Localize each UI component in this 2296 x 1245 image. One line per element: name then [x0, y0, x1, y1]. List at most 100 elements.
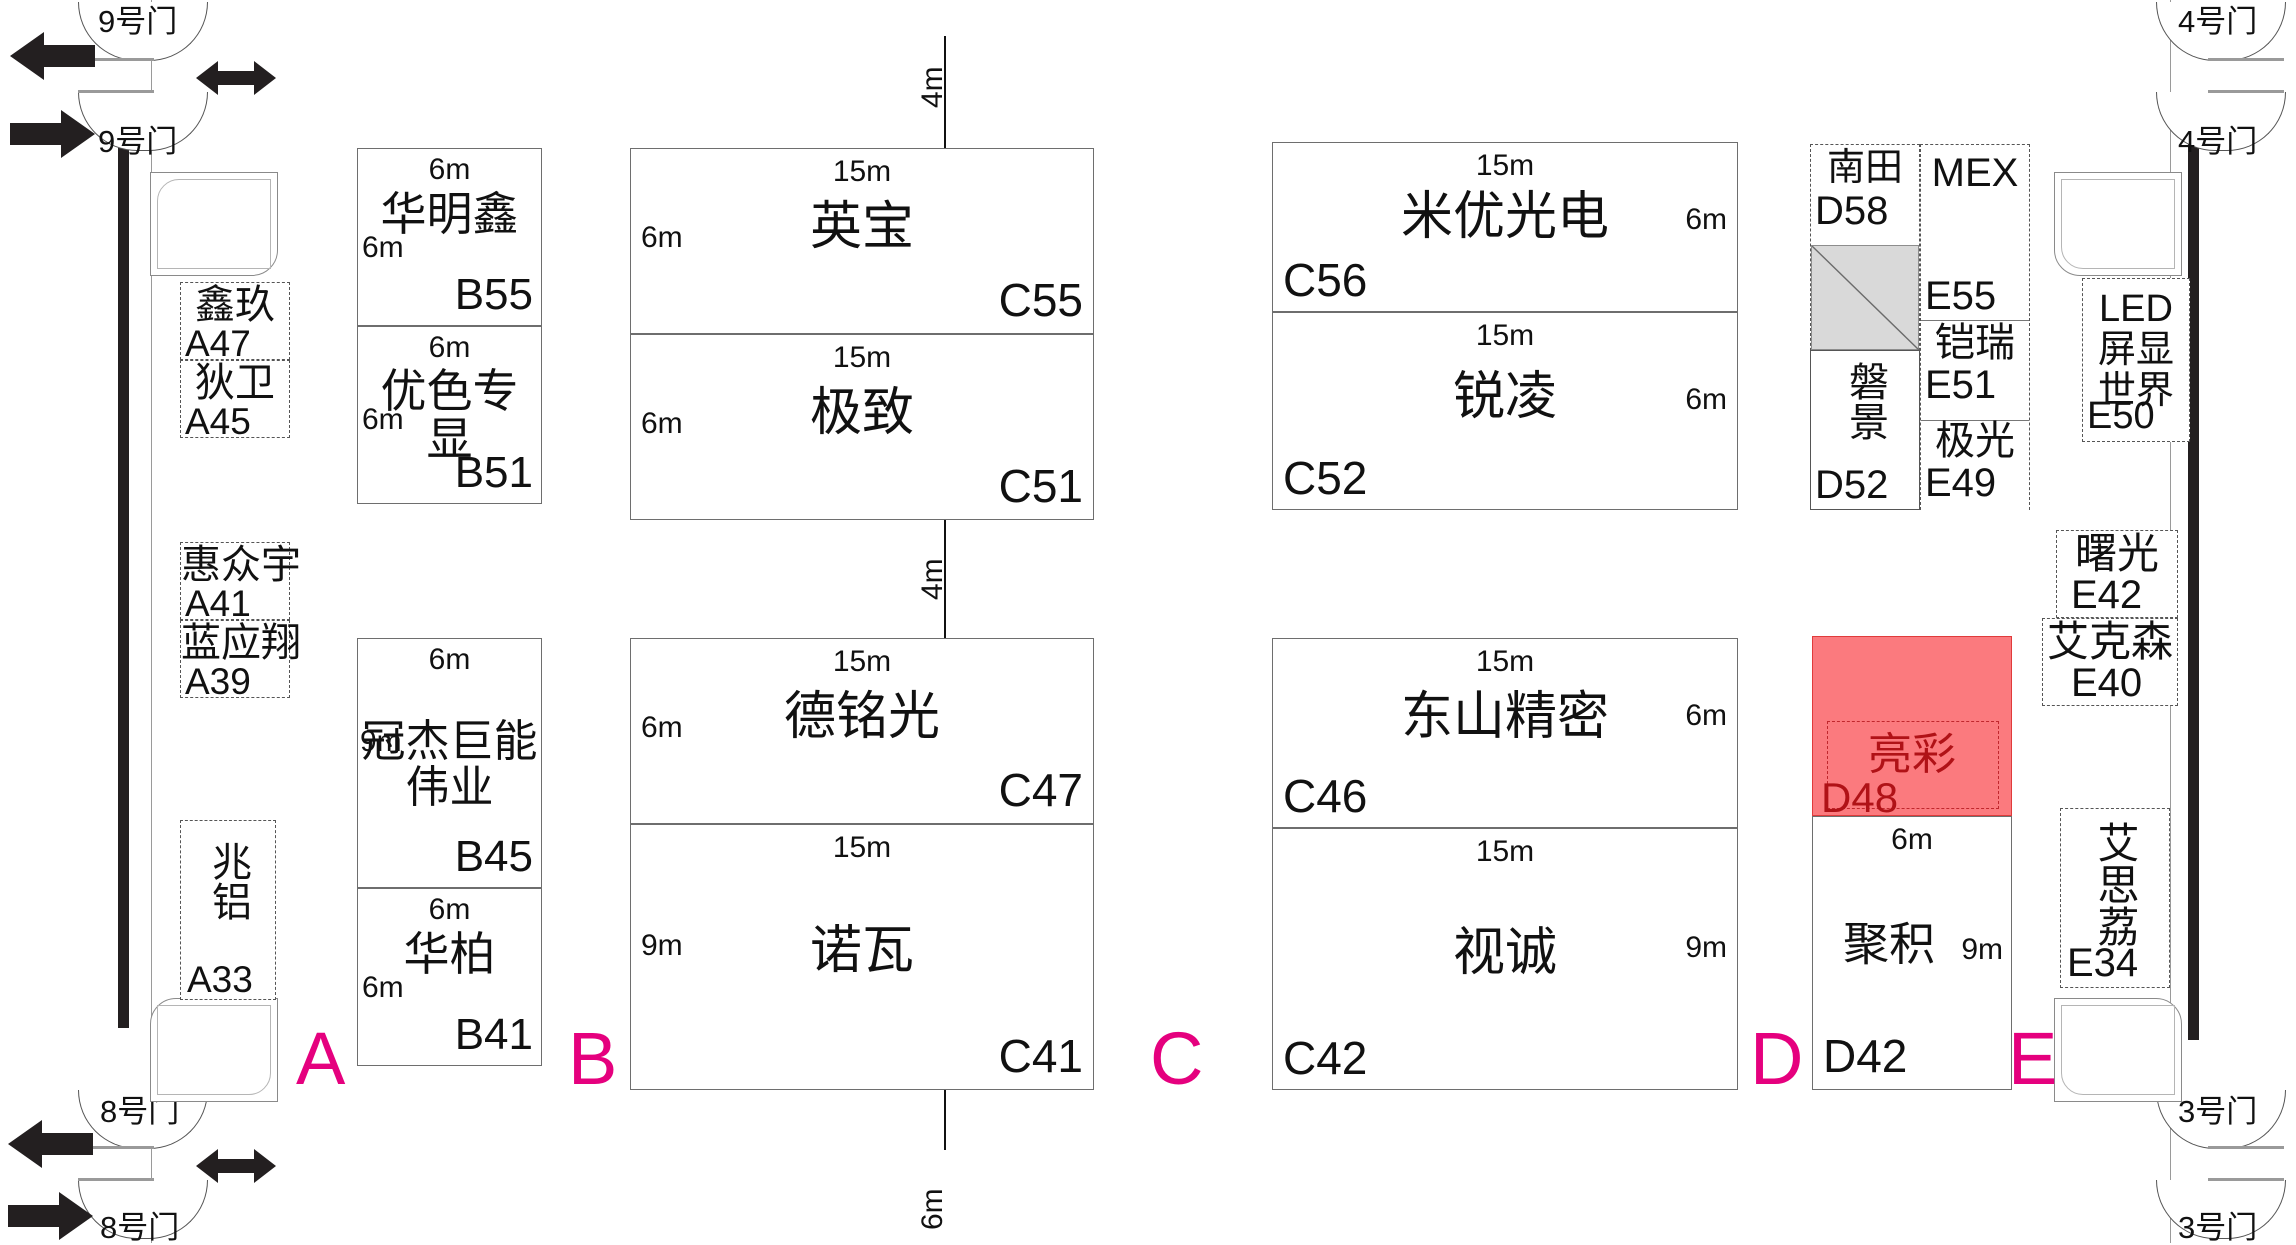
booth-B45-height-dim: 9m — [360, 725, 402, 758]
booth-A41[interactable]: 惠众宇 A41 — [180, 542, 301, 622]
booth-B51-code: B51 — [454, 448, 533, 497]
booth-C51-width-dim: 15m — [832, 341, 892, 374]
booth-C47[interactable]: 15m 德铭光 6m C47 — [630, 638, 1094, 824]
booth-C47-width-dim: 15m — [832, 645, 892, 678]
gate-8-rail-upper — [78, 1146, 154, 1149]
booth-A39[interactable]: 蓝应翔 A39 — [180, 620, 301, 700]
gate-9-lower-label: 9号门 — [98, 124, 178, 159]
booth-E55-code: E55 — [1925, 274, 1997, 318]
booth-A47-code: A47 — [185, 323, 251, 364]
booth-E34-code: E34 — [2067, 941, 2139, 985]
booth-D48[interactable]: 亮彩 D48 — [1812, 636, 2012, 821]
booth-C52[interactable]: 15m 锐凌 6m C52 — [1272, 312, 1738, 510]
booth-E51[interactable]: 铠瑞 E51 — [1921, 320, 2029, 420]
booth-B51[interactable]: 6m 优色专显 6m B51 — [357, 326, 542, 504]
aisle-dim-mid-line — [944, 520, 946, 638]
booth-D48-dashed-inner — [1827, 721, 1999, 809]
booth-A33-code: A33 — [187, 959, 253, 1000]
booth-E51-name: 铠瑞 — [1935, 321, 2015, 365]
booth-C41[interactable]: 15m 诺瓦 9m C41 — [630, 824, 1094, 1090]
booth-C51[interactable]: 15m 极致 6m C51 — [630, 334, 1094, 520]
booth-A33[interactable]: 兆铝 A33 — [180, 820, 276, 1000]
booth-D42-name: 聚积 — [1843, 918, 1935, 970]
arrow-left-icon — [10, 32, 95, 80]
booth-C46-height-dim: 6m — [1685, 699, 1727, 732]
booth-E50[interactable]: LED屏显世界 E50 — [2082, 278, 2190, 442]
booth-A33-name: 兆铝 — [206, 841, 250, 921]
booth-C55-code: C55 — [998, 274, 1083, 326]
booth-C46-name: 东山精密 — [1400, 688, 1609, 746]
booth-A41-name: 惠众宇 — [181, 543, 301, 587]
stairwell-top-right — [2054, 172, 2182, 276]
booth-B55-code: B55 — [454, 270, 533, 319]
booth-C55[interactable]: 15m 英宝 6m C55 — [630, 148, 1094, 334]
booth-C52-height-dim: 6m — [1685, 383, 1727, 416]
booth-D42[interactable]: 6m 聚积 9m D42 — [1812, 816, 2012, 1090]
aisle-label-C: C — [1150, 1017, 1204, 1100]
d58-hatched-cell — [1811, 245, 1920, 351]
gate-3-lower-label: 3号门 — [2178, 1210, 2258, 1245]
booth-C55-name: 英宝 — [809, 198, 914, 256]
gate-4-rail-upper — [2208, 58, 2284, 61]
booth-E49-name: 极光 — [1935, 419, 2015, 463]
booth-C42-name: 视诚 — [1452, 924, 1557, 982]
booth-B55-width-dim: 6m — [428, 153, 471, 186]
booth-B41-name: 华柏 — [403, 928, 496, 980]
booth-C55-height-dim: 6m — [641, 221, 683, 254]
booth-E40-code: E40 — [2071, 661, 2143, 705]
booth-B51-height-dim: 6m — [362, 403, 404, 436]
booth-C47-height-dim: 6m — [641, 711, 683, 744]
aisle-label-D: D — [1750, 1017, 1804, 1100]
gate-9-rail-upper — [78, 58, 154, 61]
booth-A47[interactable]: 鑫玖 A47 — [180, 282, 290, 364]
booth-E50-code: E50 — [2087, 395, 2155, 437]
booth-C46-code: C46 — [1283, 770, 1368, 822]
booth-C42[interactable]: 15m 视诚 9m C42 — [1272, 828, 1738, 1090]
booth-B45[interactable]: 6m 冠杰巨能伟业 9m B45 — [357, 638, 542, 888]
booth-C52-name: 锐凌 — [1452, 368, 1557, 426]
booth-D48-name: 亮彩 — [1868, 730, 1956, 779]
booth-C56[interactable]: 15m 米优光电 6m C56 — [1272, 142, 1738, 312]
booth-E55[interactable]: MEX E55 — [1921, 145, 2029, 320]
booth-A45-name: 狄卫 — [195, 361, 275, 405]
booth-D52-code: D52 — [1815, 463, 1889, 507]
booth-D48-code: D48 — [1821, 774, 1899, 821]
booth-B51-name: 优色专显 — [380, 365, 519, 466]
booth-C42-height-dim: 9m — [1685, 931, 1727, 964]
booth-E34[interactable]: 艾思荔 E34 — [2060, 808, 2170, 988]
gate-3-rail-lower — [2208, 1178, 2284, 1181]
booth-E42[interactable]: 曙光 E42 — [2056, 530, 2178, 618]
booth-E40[interactable]: 艾克森 E40 — [2042, 618, 2178, 706]
booth-C46[interactable]: 15m 东山精密 6m C46 — [1272, 638, 1738, 828]
stairwell-bottom-right — [2054, 998, 2182, 1102]
booth-C42-code: C42 — [1283, 1032, 1368, 1084]
booth-C51-code: C51 — [998, 460, 1083, 512]
arrow-bidirectional-icon — [196, 61, 276, 95]
gate-4-upper-label: 4号门 — [2178, 4, 2258, 39]
booth-C47-code: C47 — [998, 764, 1083, 816]
booth-B51-width-dim: 6m — [428, 331, 471, 364]
booth-C51-height-dim: 6m — [641, 407, 683, 440]
aisle-label-E: E — [2008, 1017, 2058, 1100]
aisle-label-A: A — [296, 1017, 346, 1100]
booth-B45-width-dim: 6m — [428, 643, 471, 676]
booth-B41[interactable]: 6m 华柏 6m B41 — [357, 888, 542, 1066]
booth-B55[interactable]: 6m 华明鑫 6m B55 — [357, 148, 542, 326]
booth-E42-code: E42 — [2071, 573, 2143, 617]
stairwell-bottom-left — [150, 998, 278, 1102]
booth-E55-name: MEX — [1931, 151, 2019, 195]
booth-D52[interactable]: 磐景 D52 — [1810, 350, 1920, 510]
booth-D42-height-dim: 9m — [1961, 933, 2003, 966]
booth-A45[interactable]: 狄卫 A45 — [180, 360, 290, 442]
booth-D58[interactable]: 南田 D58 — [1811, 145, 1919, 245]
booth-C41-height-dim: 9m — [641, 929, 683, 962]
booth-B55-name: 华明鑫 — [380, 188, 519, 240]
booth-E49-code: E49 — [1925, 461, 1997, 505]
booth-C41-code: C41 — [998, 1030, 1083, 1082]
booth-E40-name: 艾克森 — [2046, 618, 2173, 665]
gate-9-upper-label: 9号门 — [98, 4, 178, 39]
booth-D52-name: 磐景 — [1843, 361, 1887, 441]
booth-E49[interactable]: 极光 E49 — [1921, 420, 2029, 510]
booth-E51-code: E51 — [1925, 363, 1997, 407]
booth-A45-code: A45 — [185, 401, 251, 442]
